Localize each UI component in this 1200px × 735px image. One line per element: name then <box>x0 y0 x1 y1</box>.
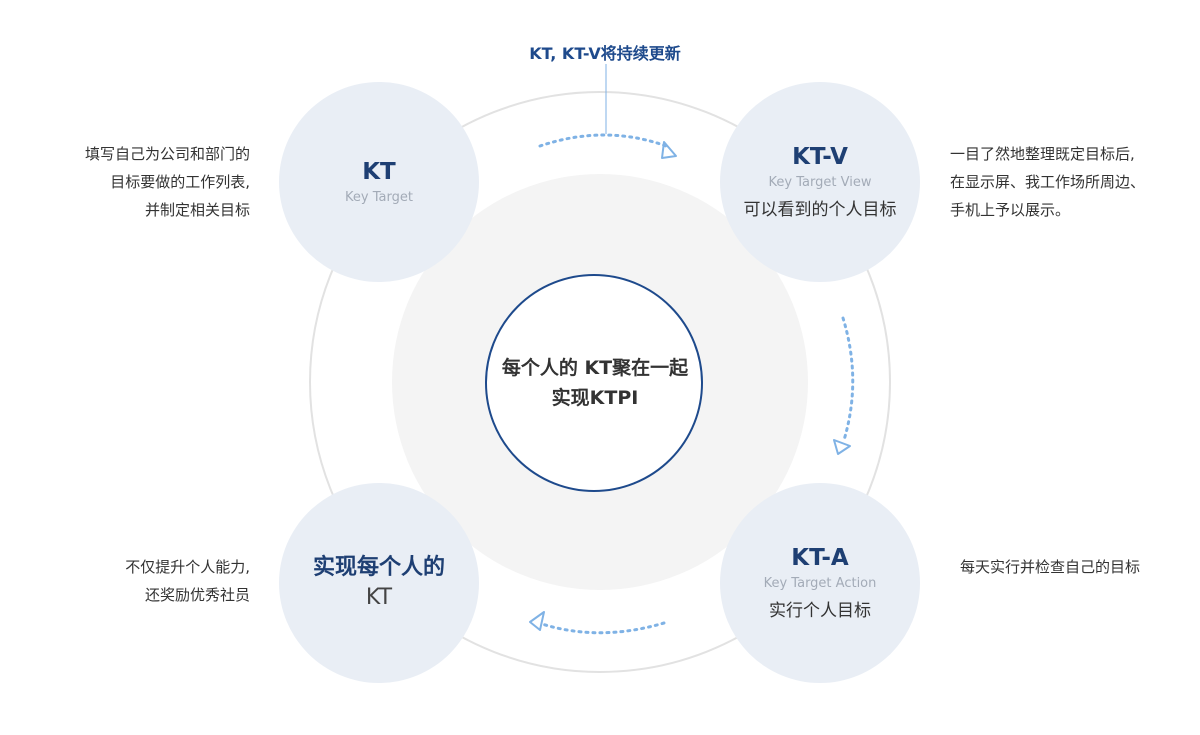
dotted-arrow-icon <box>841 316 855 442</box>
node-kt-a-caption: 实行个人目标 <box>769 601 871 621</box>
description-line: 并制定相关目标 <box>144 201 250 219</box>
arrowhead-top <box>661 141 677 159</box>
center-line-2: 实现KTPI <box>551 387 639 409</box>
description-kt: 填写自己为公司和部门的 目标要做的工作列表, 并制定相关目标 <box>85 140 250 224</box>
arrowhead-bottom <box>529 611 545 631</box>
node-kt-v: KT-V Key Target View 可以看到的个人目标 <box>720 82 920 282</box>
node-kt-name: KT <box>362 159 396 185</box>
node-realize-kt: 实现每个人的 KT <box>279 483 479 683</box>
dotted-arrow-icon <box>540 621 666 635</box>
node-kt-subtitle: Key Target <box>345 190 413 205</box>
description-line: 每天实行并检查自己的目标 <box>960 558 1141 576</box>
node-kt: KT Key Target <box>279 82 479 282</box>
node-kt-v-subtitle: Key Target View <box>768 175 872 190</box>
node-kt-v-caption: 可以看到的个人目标 <box>743 200 897 220</box>
center-label: 每个人的 KT聚在一起 实现KTPI <box>490 273 700 493</box>
node-kt-a-subtitle: Key Target Action <box>763 576 877 591</box>
center-circle <box>485 274 703 492</box>
dotted-arrow-icon <box>538 133 668 148</box>
description-line: 一目了然地整理既定目标后, <box>950 145 1135 163</box>
description-line: 还奖励优秀社员 <box>144 586 250 604</box>
description-line: 在显示屏、我工作场所周边、 <box>950 173 1146 191</box>
description-kt-a: 每天实行并检查自己的目标 <box>960 553 1140 581</box>
node-kt-a: KT-A Key Target Action 实行个人目标 <box>720 483 920 683</box>
description-line: 不仅提升个人能力, <box>125 558 250 576</box>
node-kt-v-name: KT-V <box>792 144 848 170</box>
center-line-1: 每个人的 KT聚在一起 <box>501 357 689 379</box>
description-realize-kt: 不仅提升个人能力, 还奖励优秀社员 <box>125 553 250 609</box>
node-realize-kt-line-2: KT <box>365 585 393 610</box>
update-note: KT, KT-V将持续更新 <box>529 44 681 63</box>
outer-ring <box>309 91 891 673</box>
description-kt-v: 一目了然地整理既定目标后, 在显示屏、我工作场所周边、 手机上予以展示。 <box>950 140 1145 224</box>
description-line: 手机上予以展示。 <box>950 201 1071 219</box>
description-line: 填写自己为公司和部门的 <box>84 145 250 163</box>
node-kt-a-name: KT-A <box>791 545 849 571</box>
node-realize-kt-line-1: 实现每个人的 <box>312 555 445 580</box>
description-line: 目标要做的工作列表, <box>110 173 250 191</box>
arrowhead-right <box>833 439 851 455</box>
